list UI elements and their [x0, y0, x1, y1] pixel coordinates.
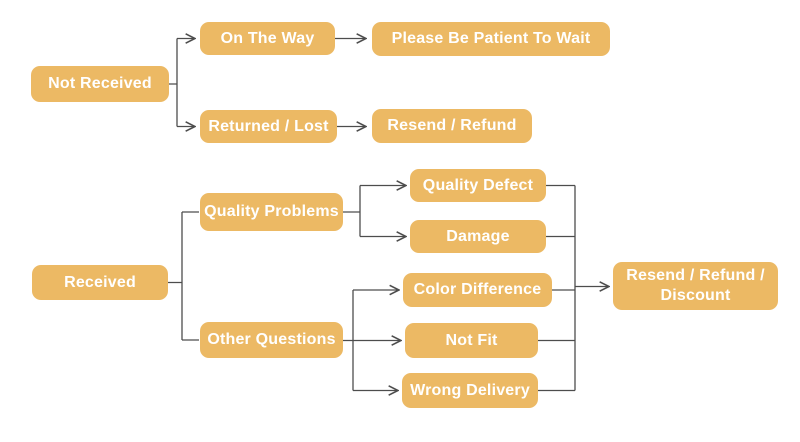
node-damage: Damage — [410, 220, 546, 253]
edge-quality-problems-trunk — [343, 185, 361, 237]
node-returned-lost: Returned / Lost — [200, 110, 337, 143]
node-wrong-delivery: Wrong Delivery — [402, 373, 538, 408]
node-resend-refund-discount: Resend / Refund / Discount — [613, 262, 778, 310]
node-not-fit: Not Fit — [405, 323, 538, 358]
edge-convergence-trunk — [538, 184, 576, 392]
node-color-difference: Color Difference — [403, 273, 552, 307]
node-on-the-way: On The Way — [200, 22, 335, 55]
edge-not-received-trunk — [169, 38, 178, 127]
node-quality-problems: Quality Problems — [200, 193, 343, 231]
node-please-be-patient-to-wait: Please Be Patient To Wait — [372, 22, 610, 56]
node-not-received: Not Received — [31, 66, 169, 102]
edge-received-trunk — [168, 211, 199, 341]
node-other-questions: Other Questions — [200, 322, 343, 358]
node-resend-refund: Resend / Refund — [372, 109, 532, 143]
node-received: Received — [32, 265, 168, 300]
node-quality-defect: Quality Defect — [410, 169, 546, 202]
